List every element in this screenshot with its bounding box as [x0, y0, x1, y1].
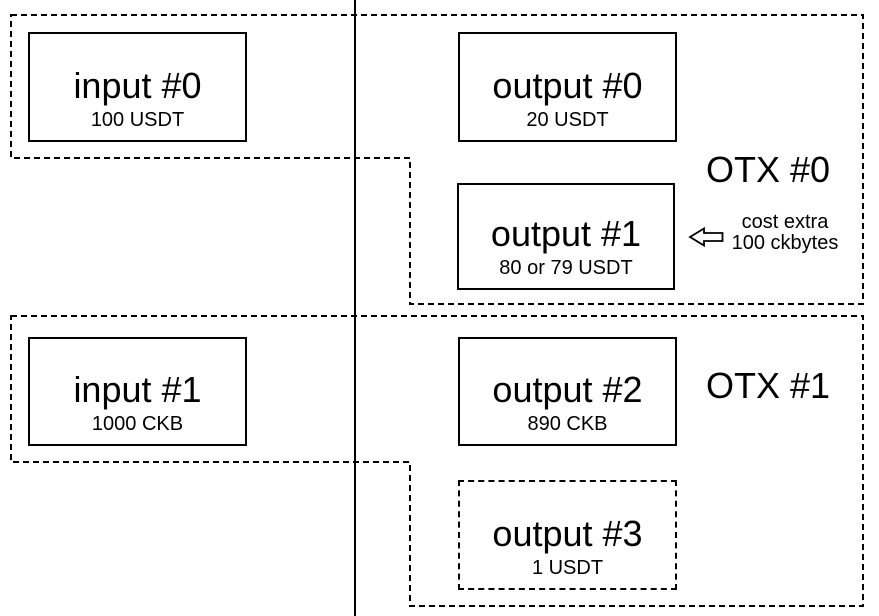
input-1-title: input #1: [73, 369, 202, 410]
input-0-box: input #0 100 USDT: [28, 32, 247, 142]
output-3-title: output #3: [492, 513, 643, 554]
output-1-box: output #1 80 or 79 USDT: [457, 183, 675, 290]
input-1-box: input #1 1000 CKB: [28, 337, 247, 446]
cost-annotation: cost extra 100 ckbytes: [725, 212, 845, 254]
left-arrow-icon: [688, 226, 724, 248]
output-2-box: output #2 890 CKB: [458, 337, 677, 446]
output-1-amount: 80 or 79 USDT: [499, 257, 633, 279]
output-1-title: output #1: [490, 213, 642, 254]
output-2-title: output #2: [492, 369, 643, 410]
otx0-group-outline: [10, 14, 864, 305]
otx-1-label: OTX #1: [705, 365, 831, 406]
cost-annotation-line1: cost extra: [741, 211, 829, 233]
otx-0-label: OTX #0: [705, 149, 831, 190]
output-3-box: output #3 1 USDT: [458, 480, 677, 590]
input-0-title: input #0: [73, 65, 202, 106]
output-3-amount: 1 USDT: [531, 557, 604, 579]
output-2-amount: 890 CKB: [527, 413, 608, 435]
output-0-box: output #0 20 USDT: [458, 32, 677, 142]
output-0-title: output #0: [492, 65, 643, 106]
input-1-amount: 1000 CKB: [91, 413, 184, 435]
otx1-group-outline: [10, 315, 864, 607]
input-0-amount: 100 USDT: [90, 109, 185, 131]
output-0-amount: 20 USDT: [526, 109, 609, 131]
cost-annotation-line2: 100 ckbytes: [731, 232, 839, 254]
